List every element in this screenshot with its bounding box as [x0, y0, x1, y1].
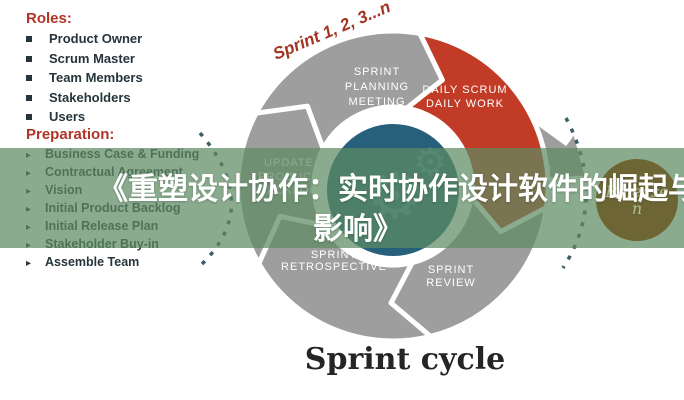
- preparation-heading: Preparation:: [26, 126, 115, 143]
- title-overlay-band: [0, 148, 684, 248]
- list-item: Product Owner: [26, 31, 143, 46]
- list-item-label: Scrum Master: [49, 50, 135, 66]
- list-item-label: Stakeholders: [49, 89, 131, 105]
- bullet-icon: ▸: [26, 258, 32, 269]
- release-label: Release: [605, 182, 669, 201]
- list-item: Scrum Master: [26, 51, 143, 66]
- list-item-label: Team Members: [49, 70, 143, 85]
- page-title-line2: 影响》: [313, 213, 403, 246]
- list-item: ▸ Assemble Team: [26, 255, 199, 269]
- roles-heading: Roles:: [26, 10, 72, 27]
- release-circle: Release n: [596, 159, 678, 241]
- bullet-icon: [26, 36, 32, 42]
- bullet-icon: [26, 114, 32, 120]
- diagram-caption: Sprint cycle: [304, 342, 506, 377]
- bullet-icon: [26, 75, 32, 81]
- list-item-label: Assemble Team: [45, 255, 140, 269]
- list-item-label: Users: [49, 109, 86, 124]
- list-item-label: Product Owner: [49, 31, 143, 46]
- bullet-icon: [26, 94, 32, 101]
- page-title-line1: 《重塑设计协作：实时协作设计软件的崛起与: [98, 173, 684, 206]
- list-item: Users: [26, 109, 143, 124]
- bullet-icon: [26, 55, 32, 62]
- release-number: n: [631, 199, 643, 218]
- list-item: Stakeholders: [26, 90, 143, 105]
- list-item: Team Members: [26, 70, 143, 85]
